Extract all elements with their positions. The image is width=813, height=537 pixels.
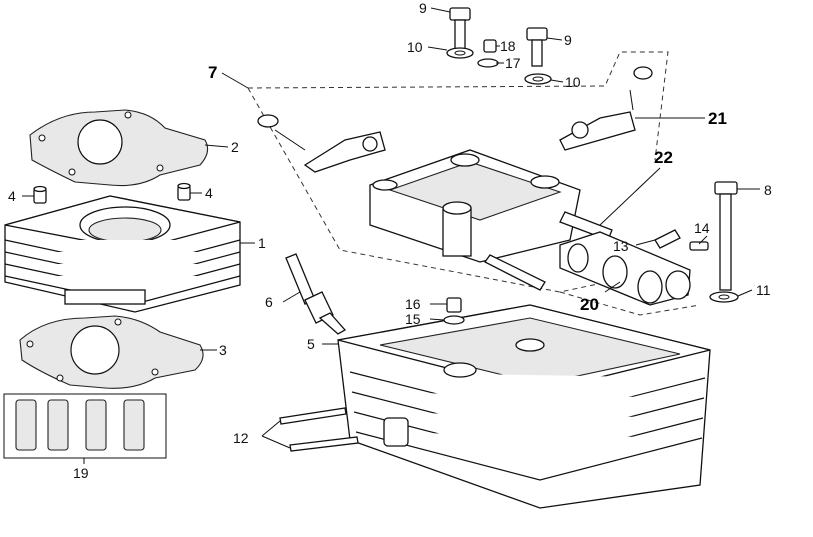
callout-4a: 4 [8,188,16,204]
stud-12b [289,436,359,452]
dowel-pin-4b [177,182,191,201]
callout-11: 11 [756,282,771,298]
camshaft-holder [369,149,581,263]
washer-10b [524,73,552,85]
callout-14: 14 [694,220,710,236]
callout-7: 7 [208,63,217,82]
tensioner-13 [654,229,681,249]
nut-17 [477,58,499,68]
callout-labels: 1 2 3 4 4 5 6 7 8 9 9 10 10 11 12 13 14 … [8,0,772,481]
stud-bolt-8 [714,181,738,291]
bolt-9b [526,27,548,67]
rocker-shaft-lower [484,254,546,291]
rocker-arm-21 [559,66,653,151]
plug-16 [446,297,462,313]
callout-10a: 10 [407,39,423,55]
callout-9b: 9 [564,32,572,48]
callout-5: 5 [307,336,315,352]
callout-8: 8 [764,182,772,198]
valve-shim-set-19 [3,393,167,459]
callout-19: 19 [73,465,89,481]
callout-20: 20 [580,295,599,314]
callout-16: 16 [405,296,421,312]
dowel-18 [483,39,497,53]
callout-9a: 9 [419,0,427,16]
stud-12a [279,407,347,425]
bolt-14 [689,241,709,251]
bolt-9a [449,7,471,51]
camshaft-20 [559,231,691,306]
callout-10b: 10 [565,74,581,90]
leader-lines [22,7,760,464]
washer-11 [709,291,739,303]
callout-12: 12 [233,430,249,446]
callout-13: 13 [613,238,629,254]
callout-15: 15 [405,311,421,327]
callout-3: 3 [219,342,227,358]
callout-17: 17 [505,55,521,71]
spark-plug-6 [285,253,347,335]
rocker-arm-left [257,114,386,173]
cylinder-head-5 [337,304,711,509]
callout-22: 22 [654,148,673,167]
washer-10a [446,47,474,59]
callout-18: 18 [500,38,516,54]
dowel-pin-4a [33,185,47,204]
cylinder-block-1 [4,195,241,313]
callout-21: 21 [708,109,727,128]
callout-6: 6 [265,294,273,310]
callout-2: 2 [231,139,239,155]
seal-15 [443,315,465,325]
base-gasket-3 [19,315,204,389]
head-gasket-2 [29,109,209,187]
callout-1: 1 [258,235,266,251]
callout-4b: 4 [205,185,213,201]
